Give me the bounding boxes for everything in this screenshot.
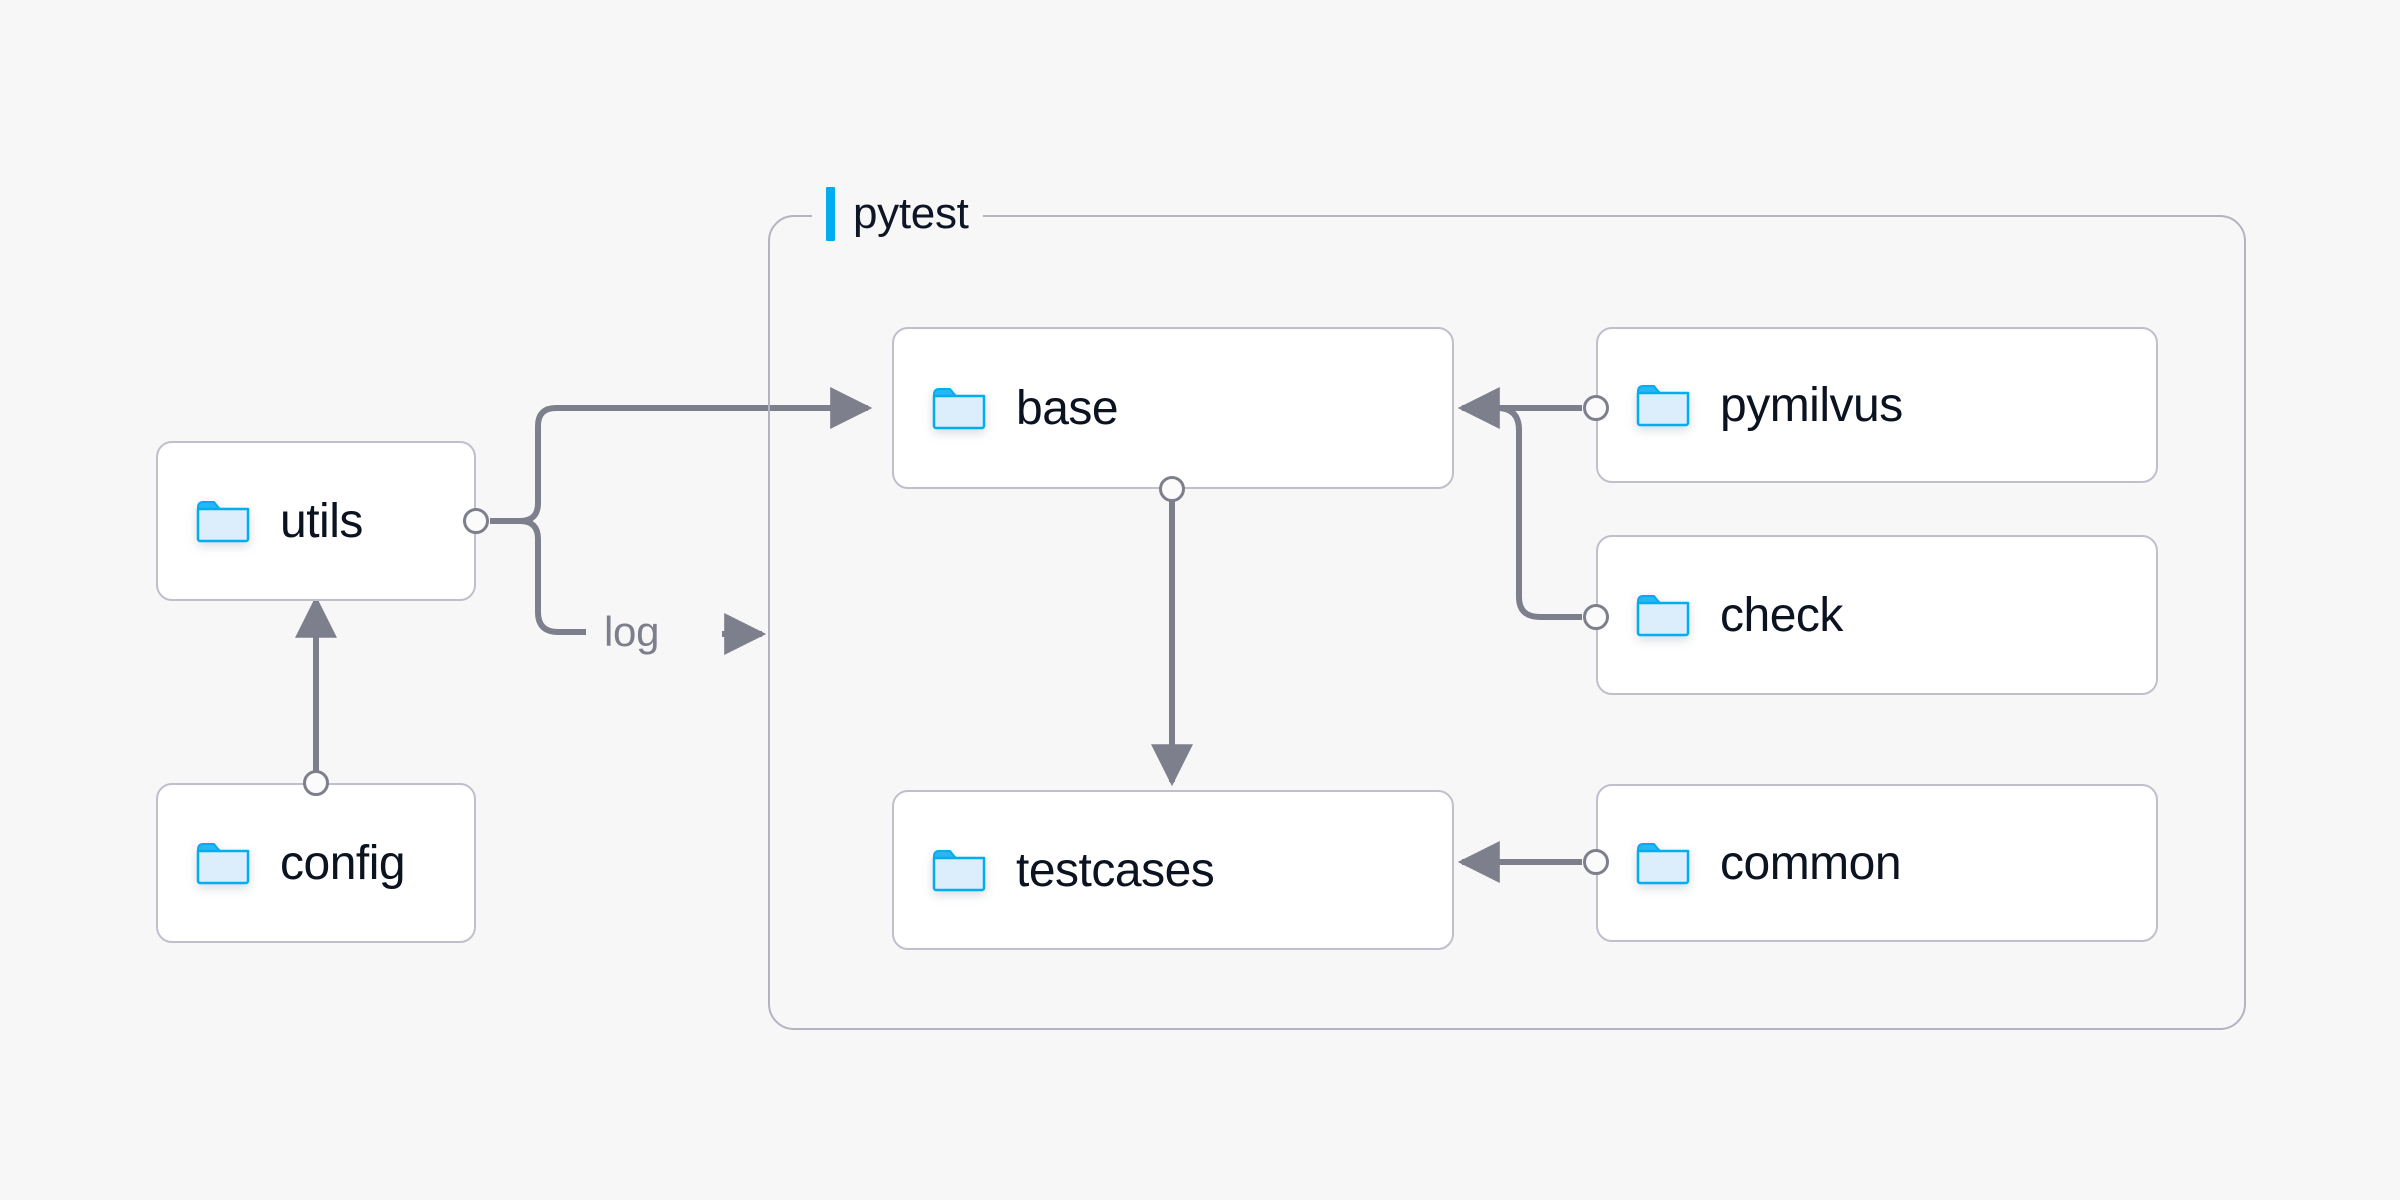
folder-icon — [932, 388, 986, 430]
group-container-pytest — [768, 215, 2246, 1030]
accent-bar-icon — [826, 187, 835, 241]
group-label-pytest: pytest — [812, 186, 983, 242]
node-label: config — [280, 836, 406, 890]
folder-icon — [1636, 843, 1690, 885]
node-config[interactable]: config — [156, 783, 476, 943]
node-testcases[interactable]: testcases — [892, 790, 1454, 950]
node-label: testcases — [1016, 843, 1215, 897]
port-config-top[interactable] — [303, 770, 329, 796]
folder-icon — [196, 843, 250, 885]
folder-icon — [196, 501, 250, 543]
edge-label-log: log — [604, 608, 660, 655]
node-label: utils — [280, 494, 363, 548]
folder-icon — [1636, 385, 1690, 427]
node-pymilvus[interactable]: pymilvus — [1596, 327, 2158, 483]
port-pymilvus-left[interactable] — [1583, 395, 1609, 421]
folder-icon — [932, 850, 986, 892]
port-check-left[interactable] — [1583, 604, 1609, 630]
port-common-left[interactable] — [1583, 849, 1609, 875]
node-label: base — [1016, 381, 1119, 435]
port-base-bottom[interactable] — [1159, 476, 1185, 502]
folder-icon — [1636, 595, 1690, 637]
node-common[interactable]: common — [1596, 784, 2158, 942]
node-label: check — [1720, 588, 1843, 642]
node-check[interactable]: check — [1596, 535, 2158, 695]
node-utils[interactable]: utils — [156, 441, 476, 601]
node-base[interactable]: base — [892, 327, 1454, 489]
group-title: pytest — [853, 189, 969, 238]
node-label: common — [1720, 836, 1902, 890]
port-utils-right[interactable] — [463, 508, 489, 534]
edge-utils-to-log — [519, 518, 586, 635]
node-label: pymilvus — [1720, 378, 1903, 432]
